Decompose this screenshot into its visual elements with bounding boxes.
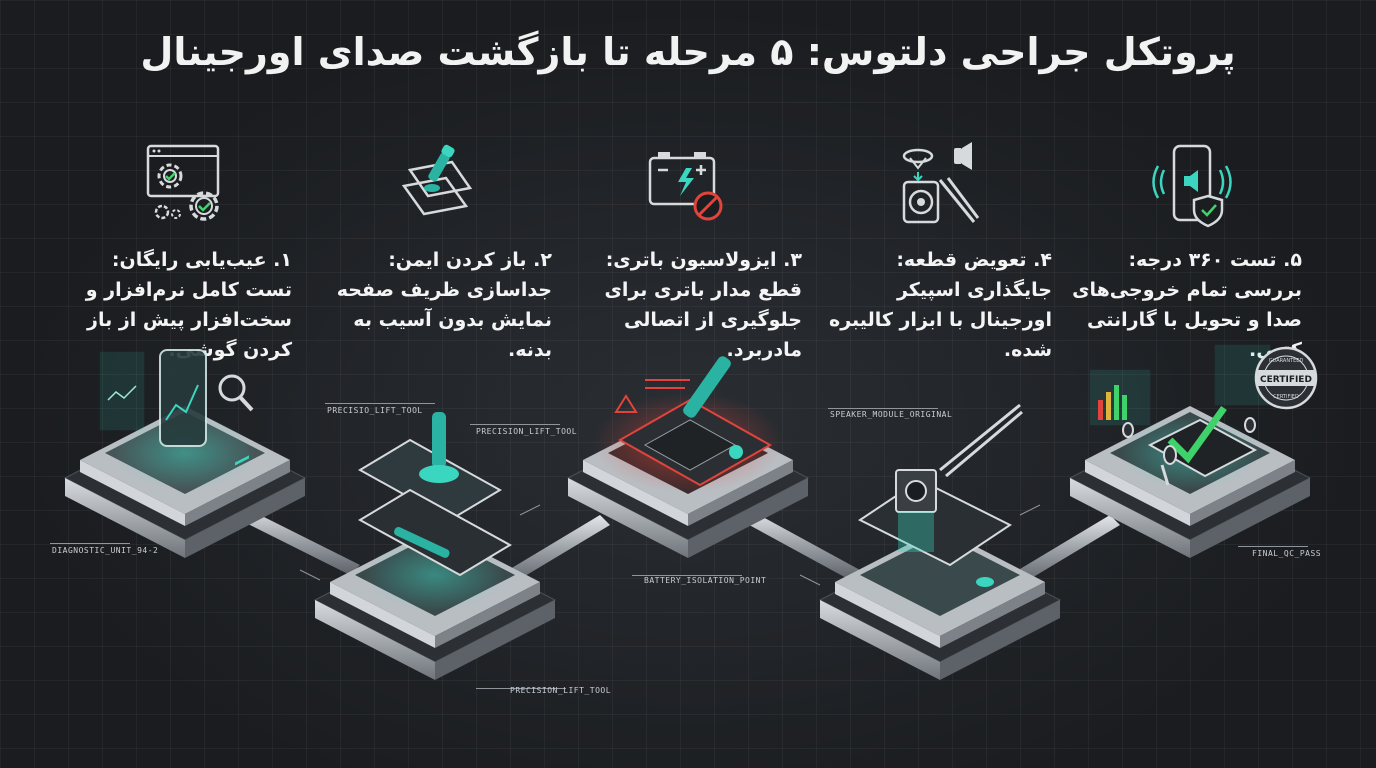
- precision-lift-tool-label-3: PRECISION_LIFT_TOOL: [510, 686, 612, 695]
- lift2-leader-line: [470, 424, 560, 425]
- diagnostic-hologram-phone: [99, 349, 254, 447]
- speaker-replacement-icon: [902, 142, 980, 224]
- step-5-text: ۵. تست ۳۶۰ درجه: بررسی تمام خروجی‌های صد…: [1072, 249, 1302, 361]
- connector-pipes: [230, 504, 1120, 586]
- badge-ring-top-text: GUARANTEED: [1269, 358, 1304, 364]
- screen-separation-tool-icon: [401, 144, 473, 216]
- battery-isolation-point-label: BATTERY_ISOLATION_POINT: [644, 576, 767, 585]
- speaker-module-label: SPEAKER_MODULE_ORIGINAL: [830, 410, 953, 419]
- step-3-text: ۳. ایزولاسیون باتری: قطع مدار باتری برای…: [604, 249, 802, 361]
- platform-4-speaker: [818, 528, 1062, 680]
- precision-lift-tool-label-2: PRECISION_LIFT_TOOL: [476, 427, 578, 436]
- precision-lift-tool-label-1: PRECISIO_LIFT_TOOL: [327, 406, 423, 415]
- diag-leader-line: [50, 543, 130, 544]
- battery-leader-line: [632, 575, 742, 576]
- step-2-text: ۲. باز کردن ایمن: جداسازی ظریف صفحه نمای…: [336, 249, 552, 361]
- speaker-leader-line: [828, 408, 938, 409]
- certified-badge: CERTIFIED GUARANTEED CERTIFIED: [1254, 346, 1318, 410]
- diagnostic-unit-label: DIAGNOSTIC_UNIT_94-2: [52, 546, 159, 555]
- final-leader-line: [1238, 546, 1308, 547]
- final-qc-pass-label: FINAL_QC_PASS: [1252, 549, 1322, 558]
- lift3-leader-line: [476, 688, 566, 689]
- lift1-leader-line: [325, 403, 435, 404]
- step-1-text: ۱. عیب‌یابی رایگان: تست کامل نرم‌افزار و…: [85, 249, 292, 361]
- battery-board-and-tool: [614, 356, 773, 487]
- diagnostic-gears-icon: [146, 144, 220, 221]
- platform-1-diagnostic: [63, 406, 307, 558]
- badge-main-text: CERTIFIED: [1260, 375, 1312, 385]
- badge-ring-bottom-text: CERTIFIED: [1273, 394, 1299, 400]
- separated-screen-and-lift-tool: [357, 412, 513, 577]
- step-4-text: ۴. تعویض قطعه: جایگذاری اسپیکر اورجینال …: [829, 249, 1052, 361]
- speaker-module-and-tweezers: [858, 403, 1023, 567]
- page-title: پروتکل جراحی دلتوس: ۵ مرحله تا بازگشت صد…: [140, 30, 1236, 74]
- phone-sound-shield-icon: [1152, 144, 1232, 228]
- final-test-phone-and-screens: [1089, 344, 1271, 486]
- battery-isolation-icon: [648, 152, 723, 221]
